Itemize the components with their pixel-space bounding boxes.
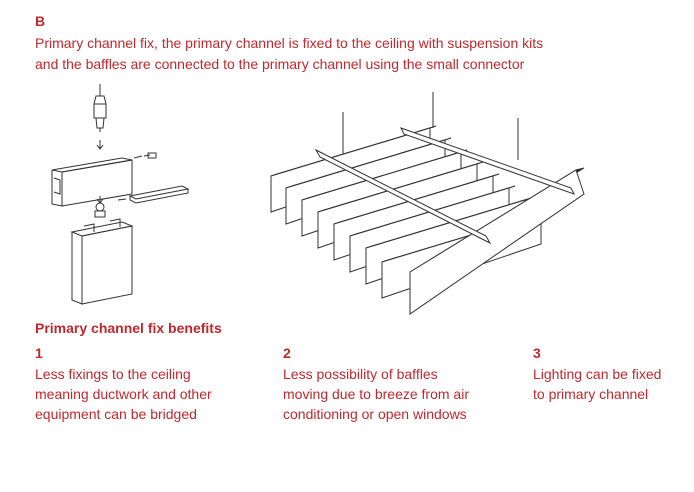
hanger-top (93, 95, 107, 105)
channel-left-face (51, 170, 63, 207)
benefit-3: 3 Lighting can be fixed to primary chann… (533, 343, 683, 404)
baffle-top-edge (70, 221, 134, 237)
ceiling-assembly (270, 92, 585, 315)
bolt-nut (94, 210, 106, 218)
benefit-number: 3 (533, 345, 541, 361)
intro-line-2: and the baffles are connected to the pri… (35, 56, 525, 72)
baffle-slot-left (83, 223, 95, 232)
baffles (270, 125, 585, 315)
strip-arrow (117, 198, 127, 201)
hanger-body (93, 103, 107, 119)
benefits-title: Primary channel fix benefits (35, 320, 222, 336)
suspension-kit-detail (51, 84, 190, 305)
benefit-number: 2 (283, 345, 291, 361)
connector-arrow (133, 154, 151, 159)
benefit-line: Less possibility of baffles (283, 366, 438, 382)
section-letter: B (35, 13, 46, 29)
flat-strip-side (129, 189, 189, 204)
baffle-front (81, 225, 133, 305)
hanger-clip (95, 117, 105, 129)
intro-text: Primary channel fix, the primary channel… (35, 33, 675, 75)
installation-illustration (0, 80, 694, 320)
benefit-line: to primary channel (533, 386, 649, 402)
benefit-line: moving due to breeze from air (283, 386, 469, 402)
channel-slot (53, 177, 61, 195)
channel-front-face (61, 159, 133, 207)
primary-channel-front (314, 148, 492, 245)
primary-channel-back (399, 127, 576, 195)
benefit-line: Less fixings to the ceiling (35, 366, 191, 382)
intro-line-1: Primary channel fix, the primary channel… (35, 35, 544, 51)
connector-piece (147, 152, 157, 159)
down-arrow-1 (96, 140, 104, 150)
benefit-number: 1 (35, 345, 43, 361)
benefit-line: equipment can be bridged (35, 406, 197, 422)
installation-drawing (51, 84, 585, 315)
primary-channels (314, 127, 576, 245)
benefit-line: meaning ductwork and other (35, 386, 212, 402)
flat-strip (128, 185, 190, 200)
benefit-line: conditioning or open windows (283, 406, 467, 422)
channel-top (51, 157, 133, 173)
benefit-line: Lighting can be fixed (533, 366, 662, 382)
benefit-2: 2 Less possibility of baffles moving due… (283, 343, 513, 424)
down-arrow-2 (96, 196, 104, 204)
bolt-head (95, 202, 105, 212)
benefit-1: 1 Less fixings to the ceiling meaning du… (35, 343, 255, 424)
baffle-side (71, 232, 83, 305)
baffle-slot-right (109, 218, 121, 227)
